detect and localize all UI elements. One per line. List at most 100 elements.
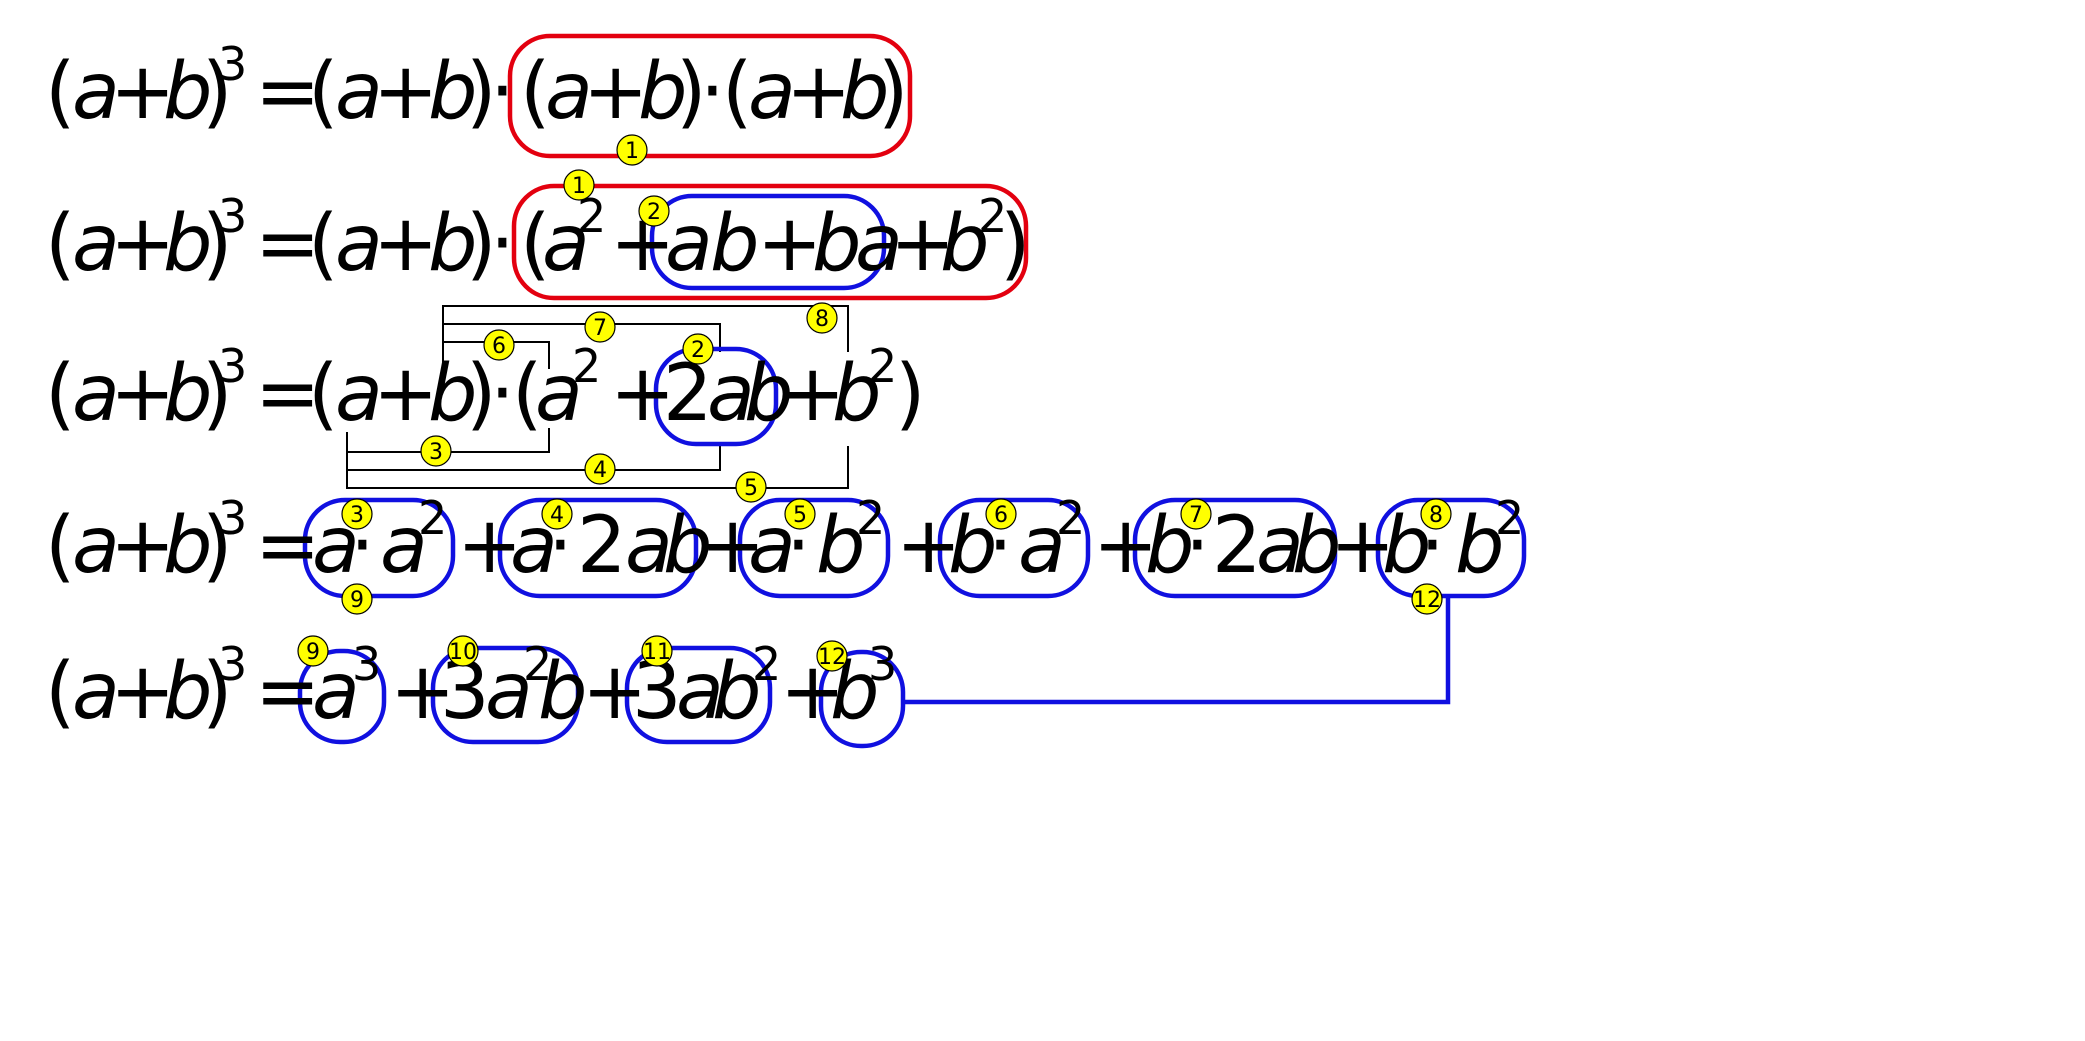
plus-sign: +	[110, 501, 175, 591]
term-exp2: 2	[1056, 491, 1085, 545]
equation-row-1: (a+b)3=(a+b)·(a+b)·(a+b)	[45, 37, 908, 137]
term-a: a	[545, 47, 593, 137]
term-b: b	[710, 199, 760, 289]
badge-3-row-4-label: 3	[350, 503, 364, 528]
badge-10-row-5-label: 10	[449, 640, 477, 665]
blue-box-a3	[297, 648, 387, 745]
term-two: 2	[577, 501, 627, 591]
var-a: a	[72, 501, 120, 591]
badge-3-row-3-label: 3	[429, 440, 443, 465]
term-b: b	[428, 199, 478, 289]
badge-7-row-3-label: 7	[593, 316, 607, 341]
term-a: a	[665, 199, 713, 289]
term-b: b	[940, 199, 990, 289]
term-exp2: 2	[856, 491, 885, 545]
equals-sign: =	[255, 47, 320, 137]
term-exp2: 2	[752, 637, 781, 691]
exponent-3: 3	[218, 491, 247, 545]
exponent-3: 3	[218, 339, 247, 393]
paren-open: (	[45, 349, 75, 439]
badge-4-row-4-circle	[541, 498, 573, 530]
blue-box-ab-ba	[649, 193, 887, 291]
badge-9-row-4-label: 9	[350, 588, 364, 613]
paren-close: )	[202, 349, 232, 439]
blue-box-term-7	[1132, 497, 1338, 599]
badge-1-row-1: 1	[616, 134, 648, 166]
term-lp: (	[308, 47, 338, 137]
badge-4-row-4: 4	[541, 498, 573, 530]
badge-8-row-4: 8	[1420, 498, 1452, 530]
var-a: a	[72, 349, 120, 439]
badge-2-row-2-circle	[638, 195, 670, 227]
paren-open: (	[45, 501, 75, 591]
term-a: a	[676, 647, 724, 737]
term-exp2: 2	[572, 339, 601, 393]
term-b: b	[816, 501, 866, 591]
var-b: b	[163, 199, 213, 289]
term-dot: ·	[700, 47, 725, 137]
badge-4-row-4-label: 4	[550, 503, 564, 528]
term-a: a	[335, 199, 383, 289]
term-two: 2	[663, 349, 713, 439]
term-a: a	[855, 199, 903, 289]
badge-8-row-3-label: 8	[815, 307, 829, 332]
badge-9-row-4-circle	[341, 583, 373, 615]
badge-6-row-3: 6	[483, 329, 515, 361]
paren-open: (	[45, 199, 75, 289]
term-plus: +	[390, 647, 455, 737]
term-two: 2	[1212, 501, 1262, 591]
badge-9-row-5-circle	[297, 635, 329, 667]
badge-8-row-3: 8	[806, 302, 838, 334]
equation-layer: (a+b)3=(a+b)·(a+b)·(a+b)(a+b)3=(a+b)·(a2…	[45, 37, 1524, 737]
term-plus: +	[890, 199, 955, 289]
term-b: b	[638, 47, 688, 137]
blue-box-3a2b	[430, 645, 581, 745]
badge-12-row-5-circle	[816, 640, 848, 672]
term-lp: (	[722, 47, 752, 137]
term-exp2: 2	[978, 189, 1007, 243]
exponent-3: 3	[218, 37, 247, 91]
badge-7-row-4: 7	[1180, 498, 1212, 530]
badge-4-row-3: 4	[584, 453, 616, 485]
equals-sign: =	[255, 501, 320, 591]
term-b: b	[1455, 501, 1505, 591]
term-exp2: 2	[1495, 491, 1524, 545]
blue-box-3ab2	[624, 645, 773, 745]
term-a: a	[535, 349, 583, 439]
term-exp3: 3	[352, 637, 381, 691]
badge-12-row-5-label: 12	[818, 645, 846, 670]
term-plus: +	[1330, 501, 1395, 591]
badge-1-row-1-circle	[616, 134, 648, 166]
badge-1-row-2-label: 1	[572, 174, 586, 199]
badge-3-row-4: 3	[341, 498, 373, 530]
var-b: b	[163, 349, 213, 439]
badge-7-row-4-label: 7	[1189, 503, 1203, 528]
var-a: a	[72, 199, 120, 289]
connector-7	[442, 323, 721, 352]
badge-9-row-4: 9	[341, 583, 373, 615]
badge-10-row-5: 10	[447, 635, 479, 667]
badge-2-row-3: 2	[682, 333, 714, 365]
term-dot: ·	[490, 47, 515, 137]
term-lp: (	[520, 47, 550, 137]
term-b: b	[840, 47, 890, 137]
equals-sign: =	[255, 199, 320, 289]
term-a: a	[707, 349, 755, 439]
plus-sign: +	[110, 199, 175, 289]
badge-6-row-3-circle	[483, 329, 515, 361]
term-plus: +	[610, 349, 675, 439]
badge-11-row-5-label: 11	[643, 640, 671, 665]
term-plus: +	[583, 47, 648, 137]
term-b: b	[538, 647, 588, 737]
term-rp: )	[878, 47, 908, 137]
term-plus: +	[1093, 501, 1158, 591]
badge-3-row-3-circle	[420, 435, 452, 467]
term-lp: (	[308, 349, 338, 439]
term-a: a	[748, 47, 796, 137]
var-b: b	[163, 501, 213, 591]
badge-8-row-4-label: 8	[1429, 503, 1443, 528]
term-exp2: 2	[418, 491, 447, 545]
term-plus: +	[700, 501, 765, 591]
term-b: b	[812, 199, 862, 289]
